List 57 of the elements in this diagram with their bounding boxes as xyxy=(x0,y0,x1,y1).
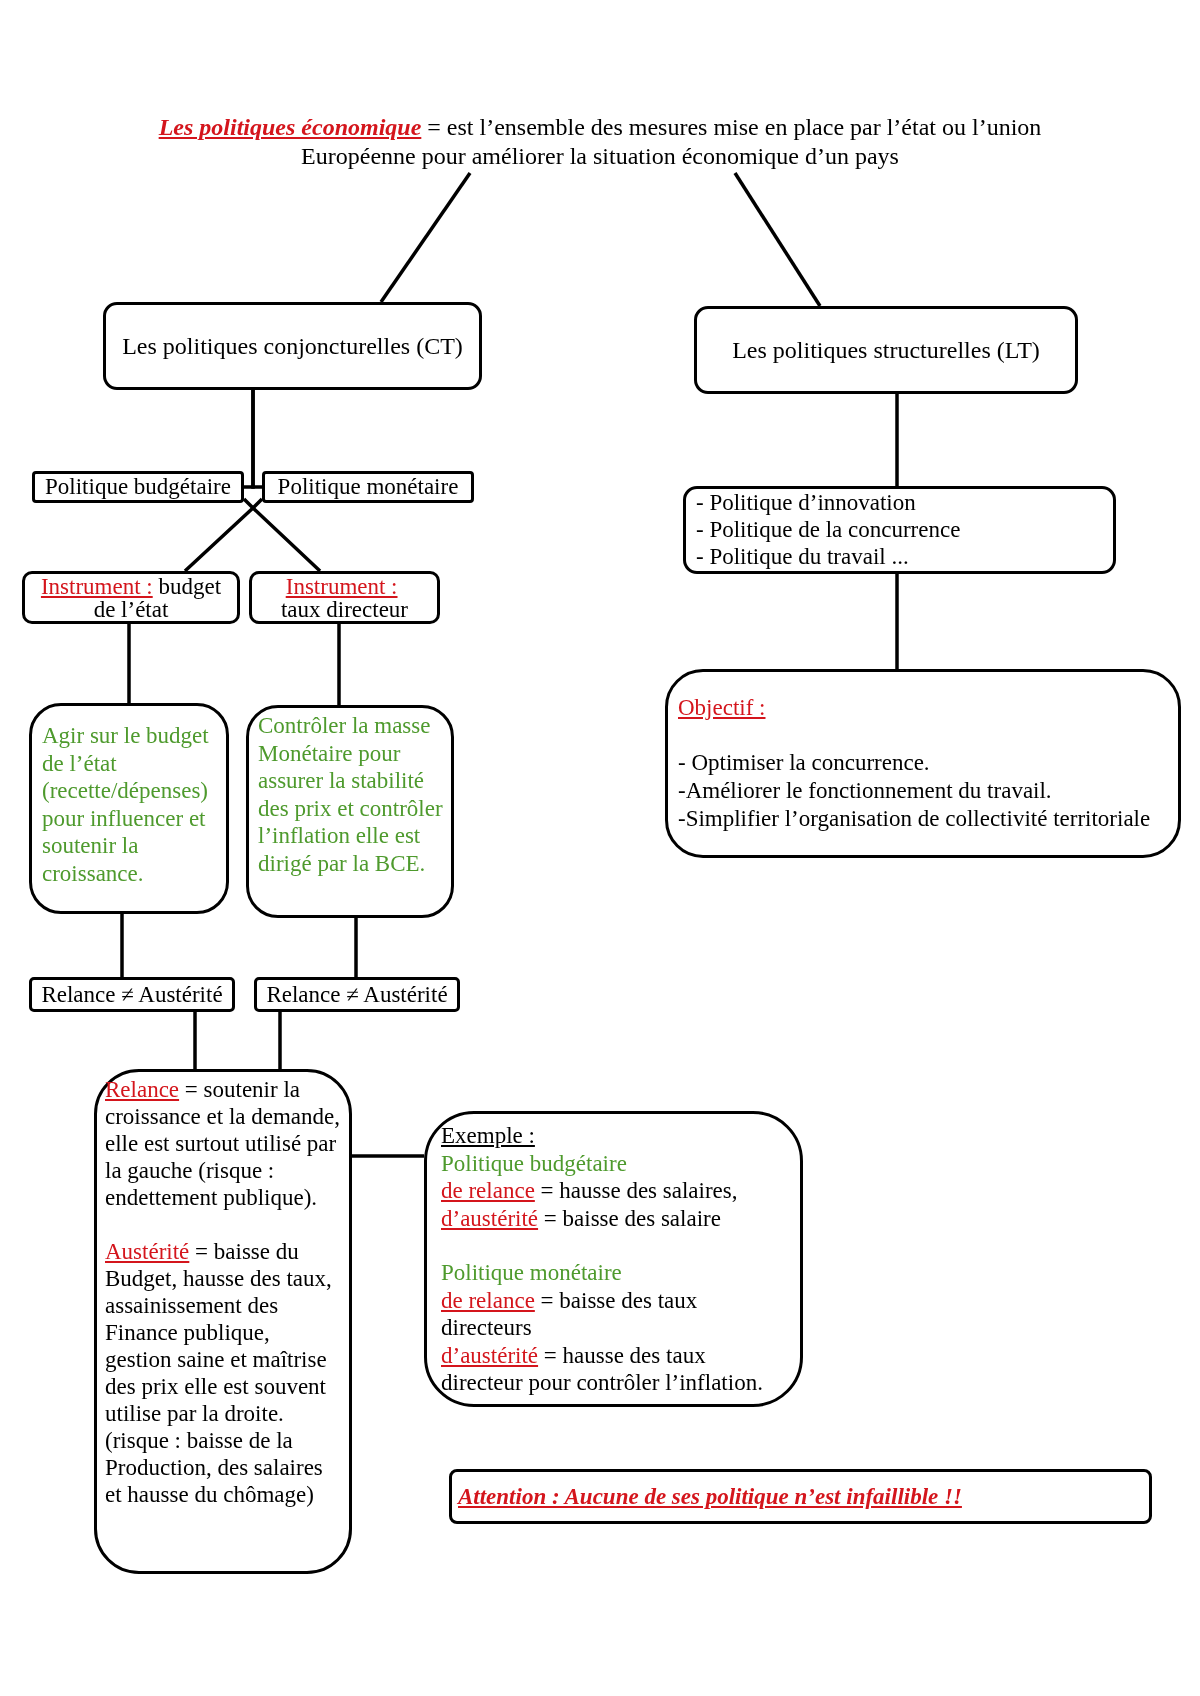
description-text: Agir sur le budget de l’état (recette/dépenses) pour influencer et soutenir la croissance. xyxy=(42,722,210,887)
policy-label: Politique monétaire xyxy=(277,475,459,499)
connector-line xyxy=(354,918,358,977)
comparison-box xyxy=(29,977,235,1012)
policy-box xyxy=(262,471,474,503)
category-label: Les politiques structurelles (LT) xyxy=(732,337,1040,363)
example-subheading: Politique monétaire xyxy=(441,1259,622,1287)
list-box xyxy=(683,486,1116,574)
description-box xyxy=(246,705,454,918)
objective-item: -Améliorer le fonctionnement du travail. xyxy=(678,777,1052,805)
connector-line xyxy=(120,914,124,977)
example-box xyxy=(424,1111,803,1407)
instrument-box xyxy=(22,571,240,624)
objective-item: - Optimiser la concurrence. xyxy=(678,749,930,777)
instrument-text: Instrument : taux directeur xyxy=(280,574,409,621)
description-text: Contrôler la masse Monétaire pour assurer la stabilité des prix et contrôler l’inflation elle est dirigé par la BCE. xyxy=(258,712,444,877)
list-item: - Politique d’innovation xyxy=(696,489,916,516)
policy-label: Politique budgétaire xyxy=(45,475,231,499)
instrument-text: Instrument : budget de l’état xyxy=(39,574,223,621)
connector-line xyxy=(733,172,822,307)
connector-line xyxy=(895,394,899,486)
example-text: de relance = baisse des taux directeurs xyxy=(441,1286,699,1342)
example-text: de relance = hausse des salaires, xyxy=(441,1177,738,1205)
comparison-box xyxy=(254,977,460,1012)
objective-heading: Objectif : xyxy=(678,694,766,722)
connector-line xyxy=(278,1012,282,1069)
connector-line xyxy=(250,497,322,573)
connector-line xyxy=(127,624,131,703)
objective-box xyxy=(665,669,1181,858)
definition-text: Les politiques économique = est l’ensemble des mesures mise en place par l’état ou l’union Européenne pour améliorer la situation économique d’un pays xyxy=(150,113,1050,173)
definition-box xyxy=(94,1069,352,1574)
comparison-label: Relance ≠ Austérité xyxy=(266,981,448,1008)
connector-line xyxy=(251,390,262,489)
list-item: - Politique du travail ... xyxy=(696,543,909,570)
example-heading: Exemple : xyxy=(441,1122,535,1150)
connector-line xyxy=(183,497,256,573)
example-text: d’austérité = hausse des taux directeur pour contrôler l’inflation. xyxy=(441,1341,764,1397)
warning-text: Attention : Aucune de ses politique n’est infaillible !! xyxy=(458,1483,962,1510)
definition-text: Relance = soutenir la croissance et la demande, elle est surtout utilisé par la gauche (risque : endettement publique). xyxy=(105,1076,341,1211)
description-box xyxy=(29,703,229,914)
category-box xyxy=(103,302,482,390)
list-item: - Politique de la concurrence xyxy=(696,516,961,543)
connector-line xyxy=(337,624,341,705)
category-box xyxy=(694,306,1078,394)
comparison-label: Relance ≠ Austérité xyxy=(41,981,223,1008)
example-subheading: Politique budgétaire xyxy=(441,1149,627,1177)
example-text: d’austérité = baisse des salaire xyxy=(441,1204,721,1232)
connector-line xyxy=(193,1012,197,1069)
policy-box xyxy=(32,471,244,503)
warning-box xyxy=(449,1469,1152,1524)
category-label: Les politiques conjoncturelles (CT) xyxy=(122,333,463,359)
connector-line xyxy=(895,574,899,669)
objective-item: -Simplifier l’organisation de collectivité territoriale xyxy=(678,805,1151,833)
definition-text: Austérité = baisse du Budget, hausse des taux, assainissement des Finance publique, gestion saine et maîtrise des prix elle est souvent utilise par la droite. (risque : baisse de la Production, des salaires et hausse du chômage) xyxy=(105,1238,333,1508)
connector-line xyxy=(352,1154,424,1158)
connector-line xyxy=(379,172,472,303)
instrument-box xyxy=(249,571,440,624)
